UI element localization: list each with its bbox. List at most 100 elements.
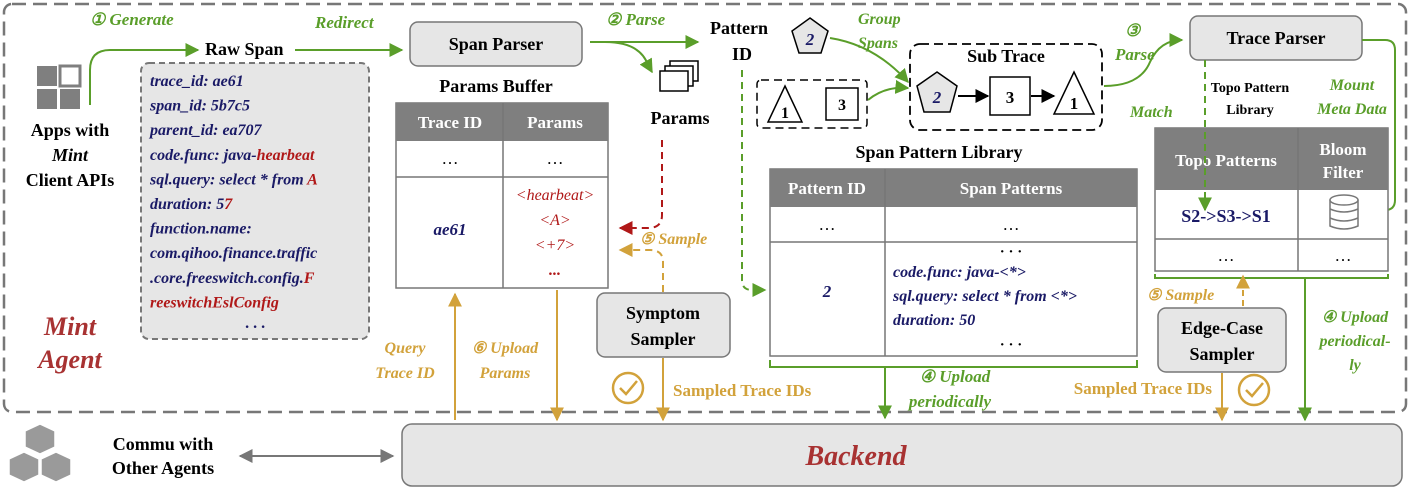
symptom-sampler-line2: Sampler — [631, 329, 696, 349]
apps-label-line3: Client APIs — [26, 170, 115, 190]
raw-span-text: com.qihoo.finance.traffic — [150, 245, 317, 262]
params-to-buffer-arrow — [618, 140, 663, 235]
raw-span-line: .core.freeswitch.config.F — [150, 270, 315, 287]
edge-sampler-line2: Sampler — [1190, 344, 1255, 364]
span-parser-label: Span Parser — [449, 34, 544, 54]
params-buffer-title: Params Buffer — [439, 76, 552, 96]
query-label-line1: Query — [385, 340, 427, 357]
params-buffer-traceid: ae61 — [433, 220, 466, 239]
backend-box — [401, 423, 1403, 487]
span-parser-box — [409, 21, 583, 67]
upload-lib-label-line1: ④ Upload — [920, 367, 991, 386]
symptom-sample-arrow — [618, 243, 664, 292]
generate-label: ① Generate — [90, 10, 174, 29]
span-pattern-dots-bottom: · · · — [1000, 337, 1023, 353]
topo-library-table — [1154, 127, 1389, 272]
params-buffer-cell-1a: … — [442, 149, 459, 168]
raw-span-text: .core.freeswitch.config. — [150, 270, 304, 287]
raw-span-text: sql.query: select * from — [149, 171, 307, 188]
raw-span-line: function.name: — [150, 221, 252, 238]
topo-library-title-line2: Library — [1226, 103, 1273, 118]
agent-label-line2: Agent — [36, 345, 102, 374]
sub-trace-node-triangle — [1052, 70, 1096, 115]
span-pattern-line-2: sql.query: select * from <*> — [892, 288, 1077, 305]
pattern-id-label-line1: Pattern — [710, 18, 768, 38]
sub-trace-node-2: 2 — [932, 88, 942, 107]
topo-row2-a: … — [1218, 246, 1235, 265]
backend-label: Backend — [804, 441, 907, 472]
upload-params-label-line2: Params — [479, 365, 531, 382]
symptom-sampler-box — [596, 292, 731, 358]
raw-span-text: trace_id: ae61 — [150, 73, 244, 90]
pattern-id-node: 2 — [805, 30, 815, 49]
raw-span-fields: trace_id: ae61 span_id: 5b7c5 parent_id: e… — [148, 73, 318, 336]
span-pattern-dots-top: · · · — [1000, 244, 1023, 260]
raw-span-line: · · · — [245, 319, 265, 336]
params-buffer-header-traceid: Trace ID — [418, 113, 482, 132]
upload-topo-label-line3: ly — [1349, 357, 1361, 374]
single-to-subtrace-arrow — [867, 79, 910, 101]
span-pattern-table — [769, 168, 1138, 357]
span-pattern-line-1: code.func: java-<*> — [893, 264, 1026, 281]
topo-header-bloom: Bloom — [1319, 140, 1366, 159]
apps-icon — [37, 64, 82, 109]
trace-parser-box — [1189, 15, 1363, 61]
redirect-label: Redirect — [314, 13, 375, 32]
commu-label-line1: Commu with — [113, 434, 214, 454]
topo-header-filter: Filter — [1323, 163, 1364, 182]
sub-trace-node-square — [989, 76, 1031, 116]
apps-label-line2: Mint — [51, 145, 89, 165]
params-buffer-table — [395, 102, 609, 289]
raw-span-text: duration: 5 — [150, 196, 224, 213]
parse-to-params-arrow — [604, 41, 653, 74]
group-arrow — [829, 37, 909, 84]
raw-span-line: parent_id: ea707 — [148, 122, 263, 139]
group-label-line1: Group — [858, 11, 901, 28]
topo-pattern-value: S2->S3->S1 — [1181, 206, 1271, 226]
span-pattern-row1-id: … — [819, 215, 836, 234]
span-pattern-header-id: Pattern ID — [788, 179, 866, 198]
raw-span-line: trace_id: ae61 — [150, 73, 244, 90]
library-upload-bracket — [769, 360, 1138, 418]
raw-span-text: span_id: 5b7c5 — [149, 98, 250, 115]
apps-label-line1: Apps with — [31, 120, 110, 140]
params-buffer-param-1: <hearbeat> — [516, 187, 594, 204]
upload-topo-label-line2: periodical- — [1317, 333, 1390, 350]
trace-parser-label: Trace Parser — [1226, 28, 1325, 48]
mount-label-line1: Mount — [1329, 77, 1375, 94]
raw-span-line: sql.query: select * from A — [149, 171, 318, 188]
edge-check-icon — [1237, 373, 1271, 407]
agent-boundary — [2, 2, 1408, 414]
span-pattern-id: 2 — [822, 282, 832, 301]
sub-trace-node-3: 3 — [1006, 88, 1015, 107]
span-pattern-header-patterns: Span Patterns — [960, 179, 1063, 198]
raw-span-line: reeswitchEslConfig — [150, 294, 279, 311]
generate-arrow — [89, 43, 200, 105]
raw-span-highlight: 7 — [224, 196, 233, 213]
params-buffer-header-params: Params — [527, 113, 583, 132]
parse-trace-label-1: ③ — [1125, 21, 1142, 40]
sampled-ids-label-1: Sampled Trace IDs — [673, 381, 812, 400]
pattern-to-library-arrow — [741, 70, 767, 297]
symptom-sample-label: ⑤ Sample — [640, 231, 707, 248]
params-stack-icon — [659, 60, 699, 92]
agent-label-line1: Mint — [43, 312, 97, 341]
upload-topo-label-line1: ④ Upload — [1322, 309, 1389, 326]
single-span-3: 3 — [838, 97, 846, 114]
commu-label-line2: Other Agents — [112, 458, 214, 478]
span-pattern-row1-pattern: … — [1003, 215, 1020, 234]
raw-span-text: function.name: — [150, 221, 252, 238]
raw-span-title: Raw Span — [205, 39, 284, 59]
raw-span-highlight: reeswitchEslConfig — [150, 294, 279, 311]
raw-span-text: · · · — [245, 319, 265, 336]
params-buffer-param-3: <+7> — [535, 237, 575, 254]
symptom-check-icon — [611, 371, 645, 405]
sub-trace-node-pentagon — [916, 71, 958, 113]
topo-header-patterns: Topo Patterns — [1175, 151, 1277, 170]
raw-span-line: span_id: 5b7c5 — [149, 98, 250, 115]
sampled-ids-label-2: Sampled Trace IDs — [1074, 379, 1213, 398]
parse-trace-label-2: Parse — [1114, 45, 1155, 64]
mount-arrow — [1362, 39, 1396, 217]
raw-span-line: duration: 57 — [150, 196, 233, 213]
